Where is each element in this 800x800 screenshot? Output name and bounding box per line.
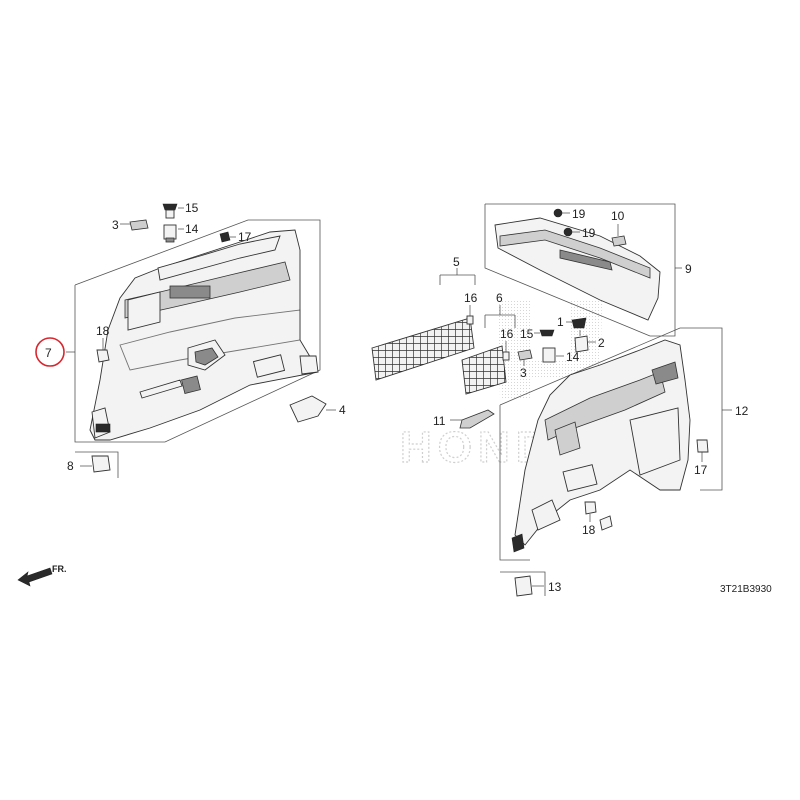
- clip-15-left[interactable]: [162, 203, 184, 219]
- callout-4: 4: [339, 403, 346, 417]
- callout-16-b: 16: [500, 327, 514, 341]
- cover-4[interactable]: [289, 395, 336, 423]
- callout-11: 11: [433, 414, 446, 428]
- clip-19-b[interactable]: [563, 227, 580, 237]
- cover-8[interactable]: [80, 455, 111, 473]
- callout-7-highlight: 7: [35, 337, 65, 367]
- callout-5: 5: [453, 255, 460, 269]
- callout-19-a: 19: [572, 207, 586, 221]
- clip-16-b[interactable]: [502, 341, 510, 361]
- part-9-frame: [484, 203, 676, 337]
- clip-17-left[interactable]: [219, 231, 236, 243]
- callout-10: 10: [611, 209, 625, 223]
- grille-5[interactable]: [371, 317, 475, 381]
- callout-labels: 3 15 14 17 18 7 4 8 5 16 6 16 3 15 14 1 …: [35, 201, 772, 595]
- callout-13: 13: [548, 580, 562, 594]
- clip-16-a[interactable]: [466, 305, 474, 325]
- callout-18-right: 18: [582, 523, 596, 537]
- front-direction-indicator: FR.: [17, 564, 67, 587]
- callout-16-a: 16: [464, 291, 478, 305]
- nut-18-right[interactable]: [584, 501, 597, 522]
- callout-19-b: 19: [582, 226, 596, 240]
- callout-2: 2: [598, 336, 605, 350]
- callout-9: 9: [685, 262, 692, 276]
- callout-15-left: 15: [185, 201, 199, 215]
- callout-8: 8: [67, 459, 74, 473]
- grille-6[interactable]: [461, 345, 507, 395]
- front-arrow-icon: [17, 567, 53, 587]
- callout-17-right: 17: [694, 463, 708, 477]
- part-13-frame: [500, 571, 546, 596]
- callout-14-center: 14: [566, 350, 580, 364]
- clip-10[interactable]: [611, 224, 627, 247]
- right-assembly: [484, 203, 732, 597]
- callout-3-center: 3: [520, 366, 527, 380]
- clip-3-center[interactable]: [517, 349, 533, 366]
- clip-3-left[interactable]: [120, 219, 149, 231]
- callout-3-left: 3: [112, 218, 119, 232]
- nut-18-left[interactable]: [96, 338, 110, 363]
- part-8-frame: [75, 451, 119, 478]
- callout-6: 6: [496, 291, 503, 305]
- bezel-11[interactable]: [450, 409, 495, 429]
- callout-17-left: 17: [238, 230, 252, 244]
- clip-1[interactable]: [566, 317, 587, 329]
- callout-15-center: 15: [520, 327, 534, 341]
- left-assembly: [66, 203, 336, 478]
- right-side-lining-panel-12[interactable]: [511, 339, 691, 553]
- clip-19-a[interactable]: [553, 208, 570, 218]
- front-arrow-label: FR.: [52, 564, 67, 574]
- callout-7: 7: [45, 346, 52, 360]
- part-12-frame: [499, 327, 723, 561]
- part-5-bracket: [439, 274, 476, 285]
- center-assembly: [371, 268, 596, 429]
- left-frame: [74, 219, 321, 443]
- clip-17-right[interactable]: [696, 439, 709, 462]
- left-side-lining-panel[interactable]: [89, 229, 319, 441]
- clip-2[interactable]: [574, 335, 596, 353]
- clip-15-center[interactable]: [534, 329, 555, 337]
- clip-14-left[interactable]: [163, 224, 184, 243]
- callout-18-left: 18: [96, 324, 110, 338]
- diagram-code: 3T21B3930: [720, 584, 772, 595]
- callout-14-left: 14: [185, 222, 199, 236]
- rear-panel-9[interactable]: [494, 217, 661, 321]
- cover-13[interactable]: [514, 575, 544, 597]
- clip-14-center[interactable]: [542, 347, 564, 363]
- callout-1: 1: [557, 315, 564, 329]
- callout-7-circle: [35, 337, 65, 367]
- callout-12: 12: [735, 404, 749, 418]
